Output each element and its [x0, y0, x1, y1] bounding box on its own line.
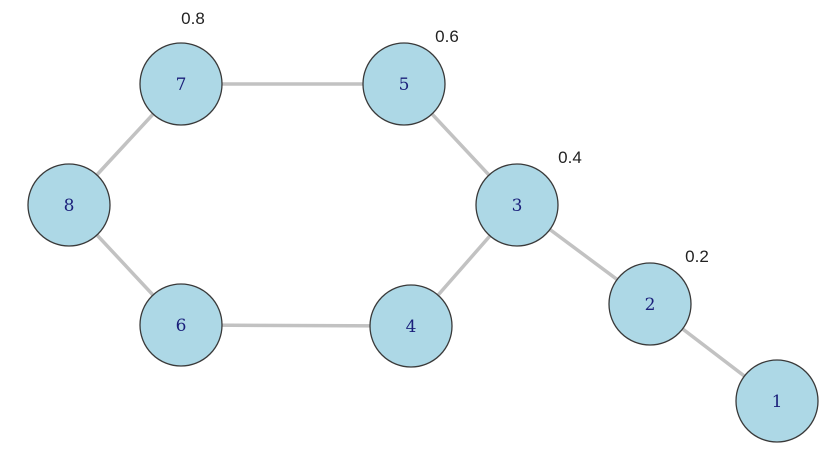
- node-circle: [369, 284, 453, 368]
- node-label: 2: [645, 295, 656, 315]
- node-8[interactable]: 8: [27, 163, 111, 247]
- node-label: 6: [176, 316, 187, 336]
- node-circle: [139, 42, 223, 126]
- node-6[interactable]: 6: [139, 283, 223, 367]
- node-circle: [27, 163, 111, 247]
- node-label: 4: [406, 317, 417, 337]
- node-circle: [735, 359, 819, 443]
- value-label-2: 0.2: [685, 247, 709, 266]
- node-label: 8: [64, 196, 75, 216]
- value-label-3: 0.4: [558, 148, 582, 167]
- node-circle: [139, 283, 223, 367]
- node-label: 5: [399, 75, 410, 95]
- node-circle: [475, 163, 559, 247]
- node-label: 3: [512, 196, 523, 216]
- value-label-5: 0.6: [435, 27, 459, 46]
- node-label: 1: [772, 392, 783, 412]
- node-4[interactable]: 4: [369, 284, 453, 368]
- node-3[interactable]: 3: [475, 163, 559, 247]
- nodes-layer: 1 2 3 4 5 6 7 8: [27, 42, 819, 443]
- node-5[interactable]: 5: [362, 42, 446, 126]
- node-circle: [362, 42, 446, 126]
- node-1[interactable]: 1: [735, 359, 819, 443]
- value-label-7: 0.8: [181, 9, 205, 28]
- node-circle: [608, 262, 692, 346]
- value-labels-layer: 0.2 0.4 0.6 0.8: [181, 9, 709, 266]
- node-2[interactable]: 2: [608, 262, 692, 346]
- node-label: 7: [176, 75, 187, 95]
- node-7[interactable]: 7: [139, 42, 223, 126]
